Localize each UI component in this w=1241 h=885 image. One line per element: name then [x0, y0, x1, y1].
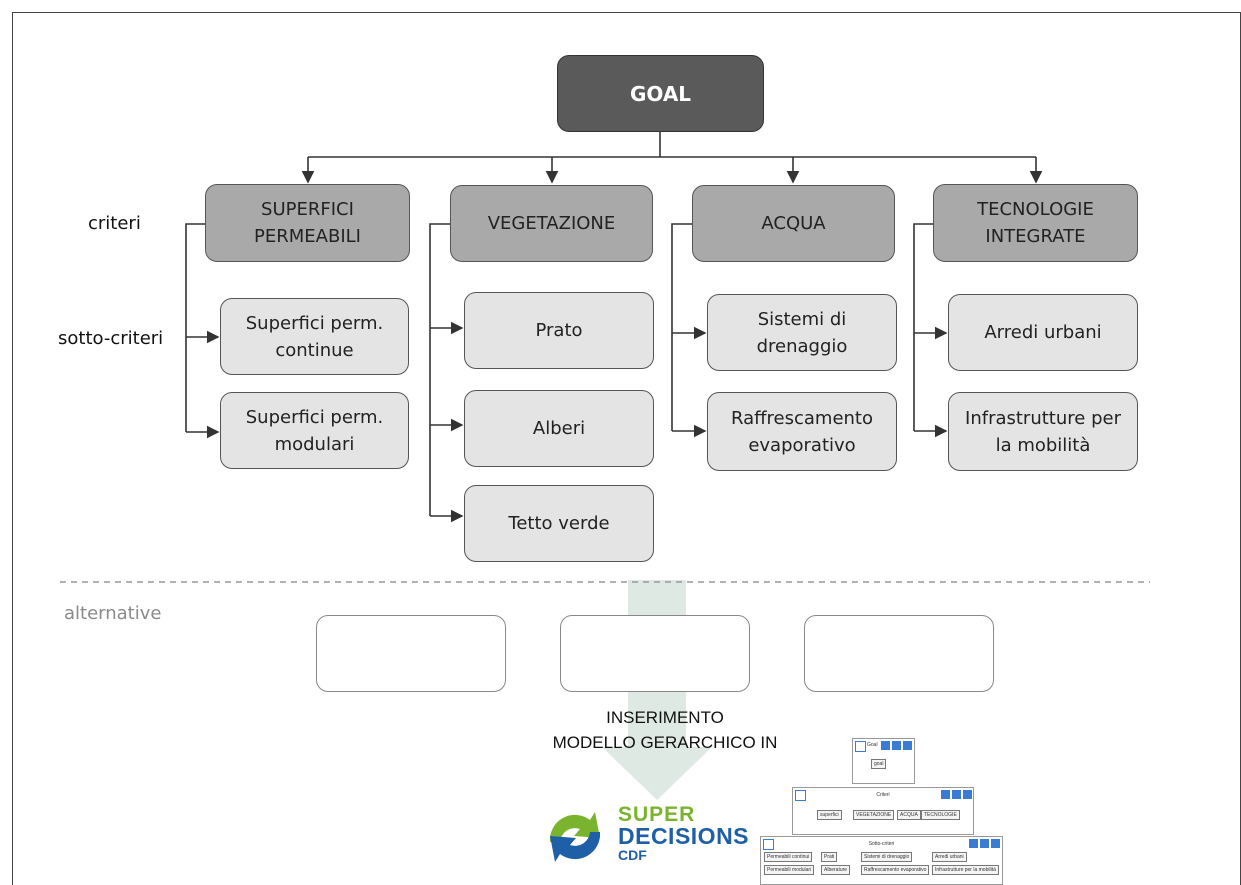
subcriterion-node: Superfici perm. continue	[220, 298, 409, 375]
alternative-box	[560, 615, 750, 692]
criterion-acqua: ACQUA	[692, 185, 895, 262]
window-icon	[855, 741, 866, 752]
subcriterion-node: Superfici perm. modulari	[220, 392, 409, 469]
criterion-tecnologie-integrate: TECNOLOGIE INTEGRATE	[933, 184, 1138, 262]
close-icon	[963, 790, 972, 799]
thumbnail-criterion-node: VEGETAZIONE	[853, 810, 895, 820]
thumbnail-goal-node: goal	[871, 759, 887, 769]
insert-caption: INSERIMENTO MODELLO GERARCHICO IN	[552, 708, 778, 752]
close-icon	[903, 741, 912, 750]
subcriterion-node: Alberi	[464, 390, 654, 467]
subcriterion-node: Tetto verde	[464, 485, 654, 562]
thumbnail-sub-node: Raffrescamento evaporativo	[861, 865, 930, 875]
criteria-row-label: criteri	[88, 213, 141, 234]
maximize-icon	[952, 790, 961, 799]
thumbnail-goal-window: Goal goal	[852, 738, 915, 784]
thumbnail-sub-node: Alberature	[821, 865, 851, 875]
goal-node: GOAL	[557, 55, 764, 132]
window-icon	[763, 839, 774, 850]
alternatives-row-label: alternative	[64, 603, 162, 624]
thumbnail-sub-node: Arredi urbani	[932, 852, 967, 862]
alternative-box	[316, 615, 506, 692]
subcriterion-node: Sistemi di drenaggio	[707, 294, 897, 371]
window-icon	[795, 790, 806, 801]
thumbnail-criterion-node: ACQUA	[897, 810, 921, 820]
subcriterion-node: Prato	[464, 292, 654, 369]
logo-decisions: DECISIONS	[618, 823, 750, 849]
thumbnail-sub-node: Prati	[821, 852, 838, 862]
thumbnail-goal-title: Goal	[867, 742, 878, 748]
thumbnail-subcriteria-window: Sotto-criteri Permeabili continui Permea…	[760, 836, 1003, 885]
thumbnail-criterion-node: TECNOLOGIE	[921, 810, 960, 820]
thumbnail-sub-node: Permeabili modulari	[764, 865, 815, 875]
criterion-superfici-permeabili: SUPERFICI PERMEABILI	[205, 184, 410, 262]
subcriterion-node: Raffrescamento evaporativo	[707, 392, 897, 471]
minimize-icon	[881, 741, 890, 750]
subcriterion-node: Arredi urbani	[948, 294, 1138, 371]
alternative-box	[804, 615, 994, 692]
thumbnail-sub-node: Permeabili continui	[764, 852, 813, 862]
thumbnail-subcriteria-title: Sotto-criteri	[868, 841, 895, 847]
thumbnail-sub-node: Sistemi di drenaggio	[861, 852, 913, 862]
criterion-vegetazione: VEGETAZIONE	[450, 185, 653, 262]
maximize-icon	[980, 839, 989, 848]
minimize-icon	[941, 790, 950, 799]
super-decisions-logo-icon	[549, 812, 601, 862]
minimize-icon	[969, 839, 978, 848]
logo-super: SUPER	[618, 803, 696, 826]
thumbnail-criterion-node: superfici	[817, 810, 842, 820]
maximize-icon	[892, 741, 901, 750]
logo-cdf: CDF	[618, 847, 647, 863]
subcriteria-row-label: sotto-criteri	[58, 328, 164, 349]
thumbnail-criteria-title: Criteri	[876, 792, 890, 798]
subcriterion-node: Infrastrutture per la mobilità	[948, 392, 1138, 471]
close-icon	[991, 839, 1000, 848]
thumbnail-criteria-window: Criteri superfici VEGETAZIONE ACQUA TECN…	[792, 787, 974, 835]
thumbnail-sub-node: Infrastrutture per la mobilità	[932, 865, 999, 875]
